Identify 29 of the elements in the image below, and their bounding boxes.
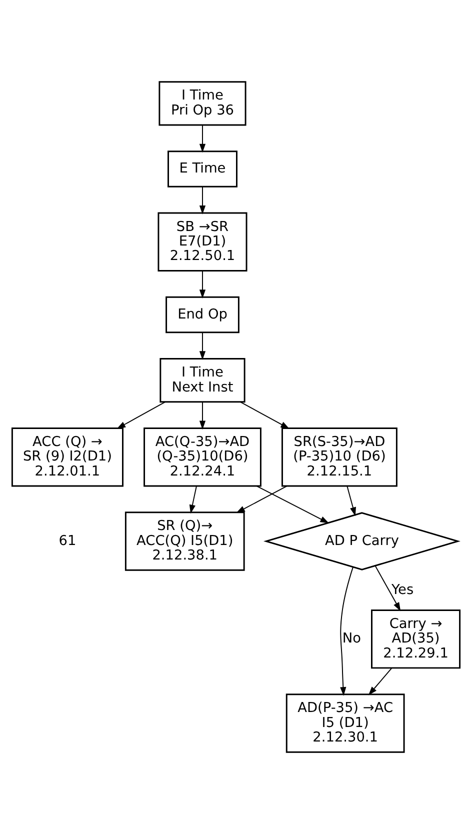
node-box: End Op <box>166 296 240 334</box>
arrow <box>256 486 330 524</box>
label: 61 <box>58 532 76 549</box>
arrow <box>199 332 206 360</box>
arrow <box>374 565 401 612</box>
arrow <box>116 401 166 429</box>
arrow <box>240 401 290 429</box>
node-box: ACC (Q) → SR (9) I2(D1) 2.12.01.1 <box>11 428 124 487</box>
edge-label: No <box>342 630 362 647</box>
node-box: I Time Next Inst <box>160 358 246 403</box>
arrow <box>199 186 206 214</box>
arrow <box>199 270 206 298</box>
edge-label: Yes <box>392 582 414 598</box>
arrow <box>368 668 392 696</box>
node-box: SR(S-35)→AD (P-35)10 (D6) 2.12.15.1 <box>282 428 398 487</box>
node-box: SB →SR E7(D1) 2.12.50.1 <box>158 212 248 272</box>
arrow <box>199 402 206 430</box>
node-box: AD(P-35) →AC I5 (D1) 2.12.30.1 <box>286 694 405 753</box>
node-box: SR (Q)→ ACC(Q) I5(D1) 2.12.38.1 <box>124 512 245 571</box>
arrow <box>346 486 356 516</box>
node-box: Carry → AD(35) 2.12.29.1 <box>371 610 461 669</box>
node-box: I Time Pri Op 36 <box>158 81 246 126</box>
node-diamond: AD P Carry <box>264 512 460 570</box>
node-box: AC(Q-35)→AD (Q-35)10(D6) 2.12.24.1 <box>144 428 262 487</box>
arrow <box>189 486 197 514</box>
arrow <box>340 566 354 696</box>
arrow <box>199 124 206 153</box>
arrow <box>236 486 288 514</box>
node-box: E Time <box>168 150 238 188</box>
